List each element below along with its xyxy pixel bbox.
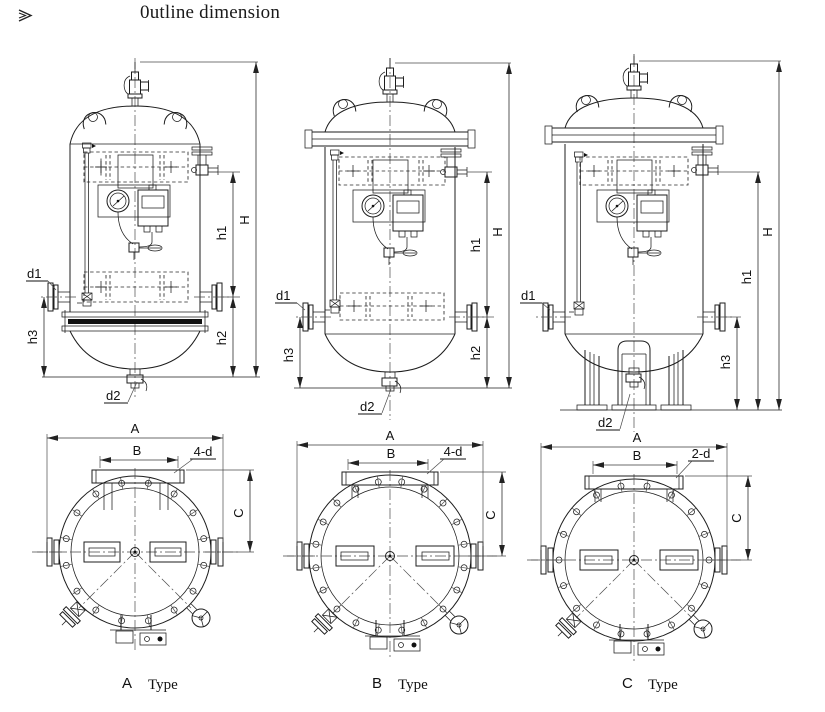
type-a-elevation: d1 h3 d2 h1 h2 H	[25, 58, 260, 404]
caption-type-b-letter: B	[372, 675, 382, 692]
dim-label-d1: d1	[27, 266, 41, 281]
type-c-plan: A B C 2-d	[527, 430, 752, 662]
dim-label-A: A	[131, 421, 140, 436]
caption-type-a-word: Type	[148, 677, 178, 693]
type-a-plan: A B C 4-d	[32, 421, 254, 650]
dim-label-d2: d2	[106, 388, 120, 403]
dim-label-C: C	[231, 508, 246, 517]
dim-label-C: C	[729, 513, 744, 522]
caption-type-a-letter: A	[122, 675, 132, 692]
caption-type-c-letter: C	[622, 675, 633, 692]
dim-label-H: H	[490, 227, 505, 236]
dim-label-B: B	[133, 443, 142, 458]
dim-label-d2: d2	[360, 399, 374, 414]
dim-label-d2: d2	[598, 415, 612, 430]
dim-label-h1: h1	[468, 238, 483, 252]
dim-label-bolt-holes: 2-d	[692, 446, 711, 461]
caption-type-c-word: Type	[648, 677, 678, 693]
dim-label-bolt-holes: 4-d	[194, 444, 213, 459]
type-c-elevation: d1 d2 h3 h1 H	[520, 53, 782, 432]
type-b-elevation: d1 h3 d2 h1 h2 H	[275, 57, 512, 420]
dim-label-B: B	[387, 446, 396, 461]
dim-label-B: B	[633, 448, 642, 463]
dim-label-h3: h3	[281, 348, 296, 362]
type-b-plan: A B C 4-d	[283, 428, 506, 658]
dim-label-h1: h1	[214, 226, 229, 240]
dim-label-h3: h3	[718, 355, 733, 369]
dim-label-d1: d1	[276, 288, 290, 303]
dim-label-A: A	[386, 428, 395, 443]
dim-label-C: C	[483, 510, 498, 519]
dim-label-h1: h1	[739, 270, 754, 284]
dim-label-d1: d1	[521, 288, 535, 303]
dim-label-h2: h2	[214, 331, 229, 345]
section-title: 0utline dimension	[140, 2, 281, 23]
dim-label-H: H	[237, 215, 252, 224]
dim-label-h2: h2	[468, 346, 483, 360]
figure-captions: A Type B Type C Type	[122, 675, 678, 693]
caption-type-b-word: Type	[398, 677, 428, 693]
section-title-row: 0utline dimension	[0, 0, 825, 30]
arrow-bullet-icon	[18, 9, 33, 22]
dim-label-h3: h3	[25, 330, 40, 344]
dim-label-A: A	[633, 430, 642, 445]
dim-label-bolt-holes: 4-d	[444, 444, 463, 459]
dim-label-H: H	[760, 227, 775, 236]
